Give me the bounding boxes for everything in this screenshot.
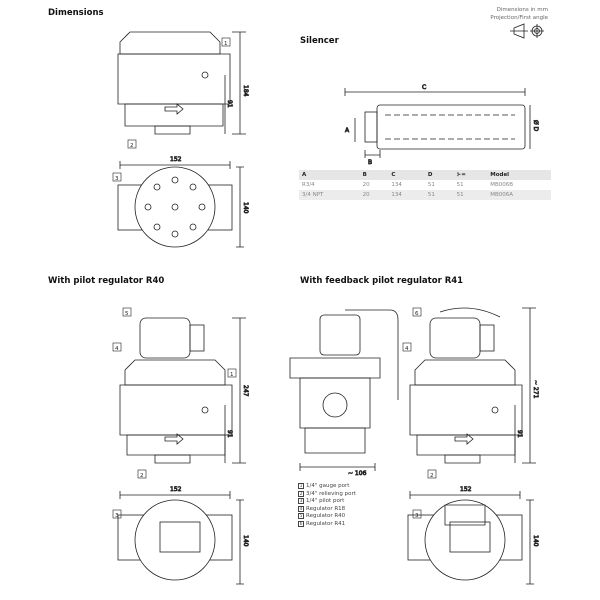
col-model: Model [487, 170, 551, 180]
col-a: A [299, 170, 360, 180]
r40-plan-view [117, 491, 244, 585]
dim-r41-height: ~ 271 [532, 380, 539, 399]
dim-top-height: 184 [242, 85, 249, 97]
table-row: R3/4 20 134 51 51 MB006B [299, 180, 551, 190]
legend-number: 2 [298, 490, 304, 497]
cell: MB006B [490, 182, 514, 188]
sil-d: Ø D [532, 120, 539, 132]
legend-text: Regulator R40 [306, 513, 346, 519]
callout-2: 2 [430, 473, 434, 479]
dim-r40-height: 247 [242, 385, 249, 397]
legend-number: 4 [298, 505, 304, 512]
legend-text: 3/4" relieving port [306, 490, 356, 497]
cell: 134 [391, 182, 402, 188]
callout-1: 1 [224, 41, 228, 47]
dim-top-depth: 140 [242, 202, 249, 214]
units-note: Dimensions in mm [496, 7, 548, 13]
cell: 51 [456, 182, 464, 188]
r41-title: With feedback pilot regulator R41 [300, 276, 464, 286]
valve-side-view [117, 31, 246, 135]
cell: 20 [359, 190, 389, 200]
dim-r40-width: 152 [170, 486, 182, 493]
legend-text: 1/4" gauge port [306, 483, 350, 489]
table-header: A B C D ⊱= Model [299, 170, 551, 180]
callout-1: 1 [230, 372, 234, 378]
first-angle-projection-icon [510, 23, 544, 39]
r41-plan-view [407, 491, 534, 585]
silencer-drawing [344, 88, 531, 158]
legend-text: 1/4" pilot port [306, 498, 345, 504]
sil-c: C [422, 84, 426, 91]
sil-a: A [345, 127, 350, 134]
dim-top-port: 91 [226, 100, 233, 108]
callout-2: 2 [140, 473, 144, 479]
legend-text: Regulator R18 [306, 505, 346, 512]
dim-r41-port: 91 [516, 430, 523, 438]
callout-3: 3 [115, 513, 119, 519]
sil-b: B [368, 159, 372, 166]
dim-r40-port: 91 [226, 430, 233, 438]
dim-r18-offset: ~ 106 [348, 470, 367, 477]
silencer-title: Silencer [300, 36, 339, 46]
dim-top-width: 152 [170, 156, 182, 163]
dim-r41-depth: 140 [532, 535, 539, 547]
r18-side-view [289, 309, 399, 471]
col-d: D [424, 170, 454, 180]
legend-number: 5 [298, 513, 304, 519]
cell: R3/4 [302, 182, 315, 188]
callout-2: 2 [130, 143, 134, 149]
cell: 3/4 NPT [299, 190, 360, 200]
dim-r40-depth: 140 [242, 535, 249, 547]
cell: MB006A [487, 190, 551, 200]
r41-side-view [409, 307, 536, 464]
col-c: C [388, 170, 425, 180]
callout-4: 4 [405, 346, 409, 352]
callout-3: 3 [115, 176, 119, 182]
cell: 134 [388, 190, 425, 200]
legend-number: 1 [298, 483, 304, 489]
legend-number: 6 [298, 520, 304, 527]
dimensions-title: Dimensions [48, 8, 104, 18]
cell: 20 [362, 182, 370, 188]
callout-3: 3 [415, 513, 419, 519]
r40-side-view [119, 317, 246, 464]
projection-note: Projection/First angle [490, 15, 548, 21]
cell: 51 [427, 182, 435, 188]
cell: 51 [424, 190, 454, 200]
valve-plan-view [117, 161, 244, 248]
callout-5: 5 [125, 311, 129, 317]
callout-4: 4 [115, 346, 119, 352]
cell: 51 [453, 190, 488, 200]
col-wrench-icon: ⊱= [453, 170, 488, 180]
dimension-note: Dimensions in mm Projection/First angle [490, 6, 548, 22]
col-b: B [359, 170, 389, 180]
callout-6: 6 [415, 311, 419, 317]
r40-title: With pilot regulator R40 [48, 276, 165, 286]
dim-r41-width: 152 [460, 486, 472, 493]
legend-text: Regulator R41 [306, 520, 346, 527]
legend-number: 3 [298, 498, 304, 504]
